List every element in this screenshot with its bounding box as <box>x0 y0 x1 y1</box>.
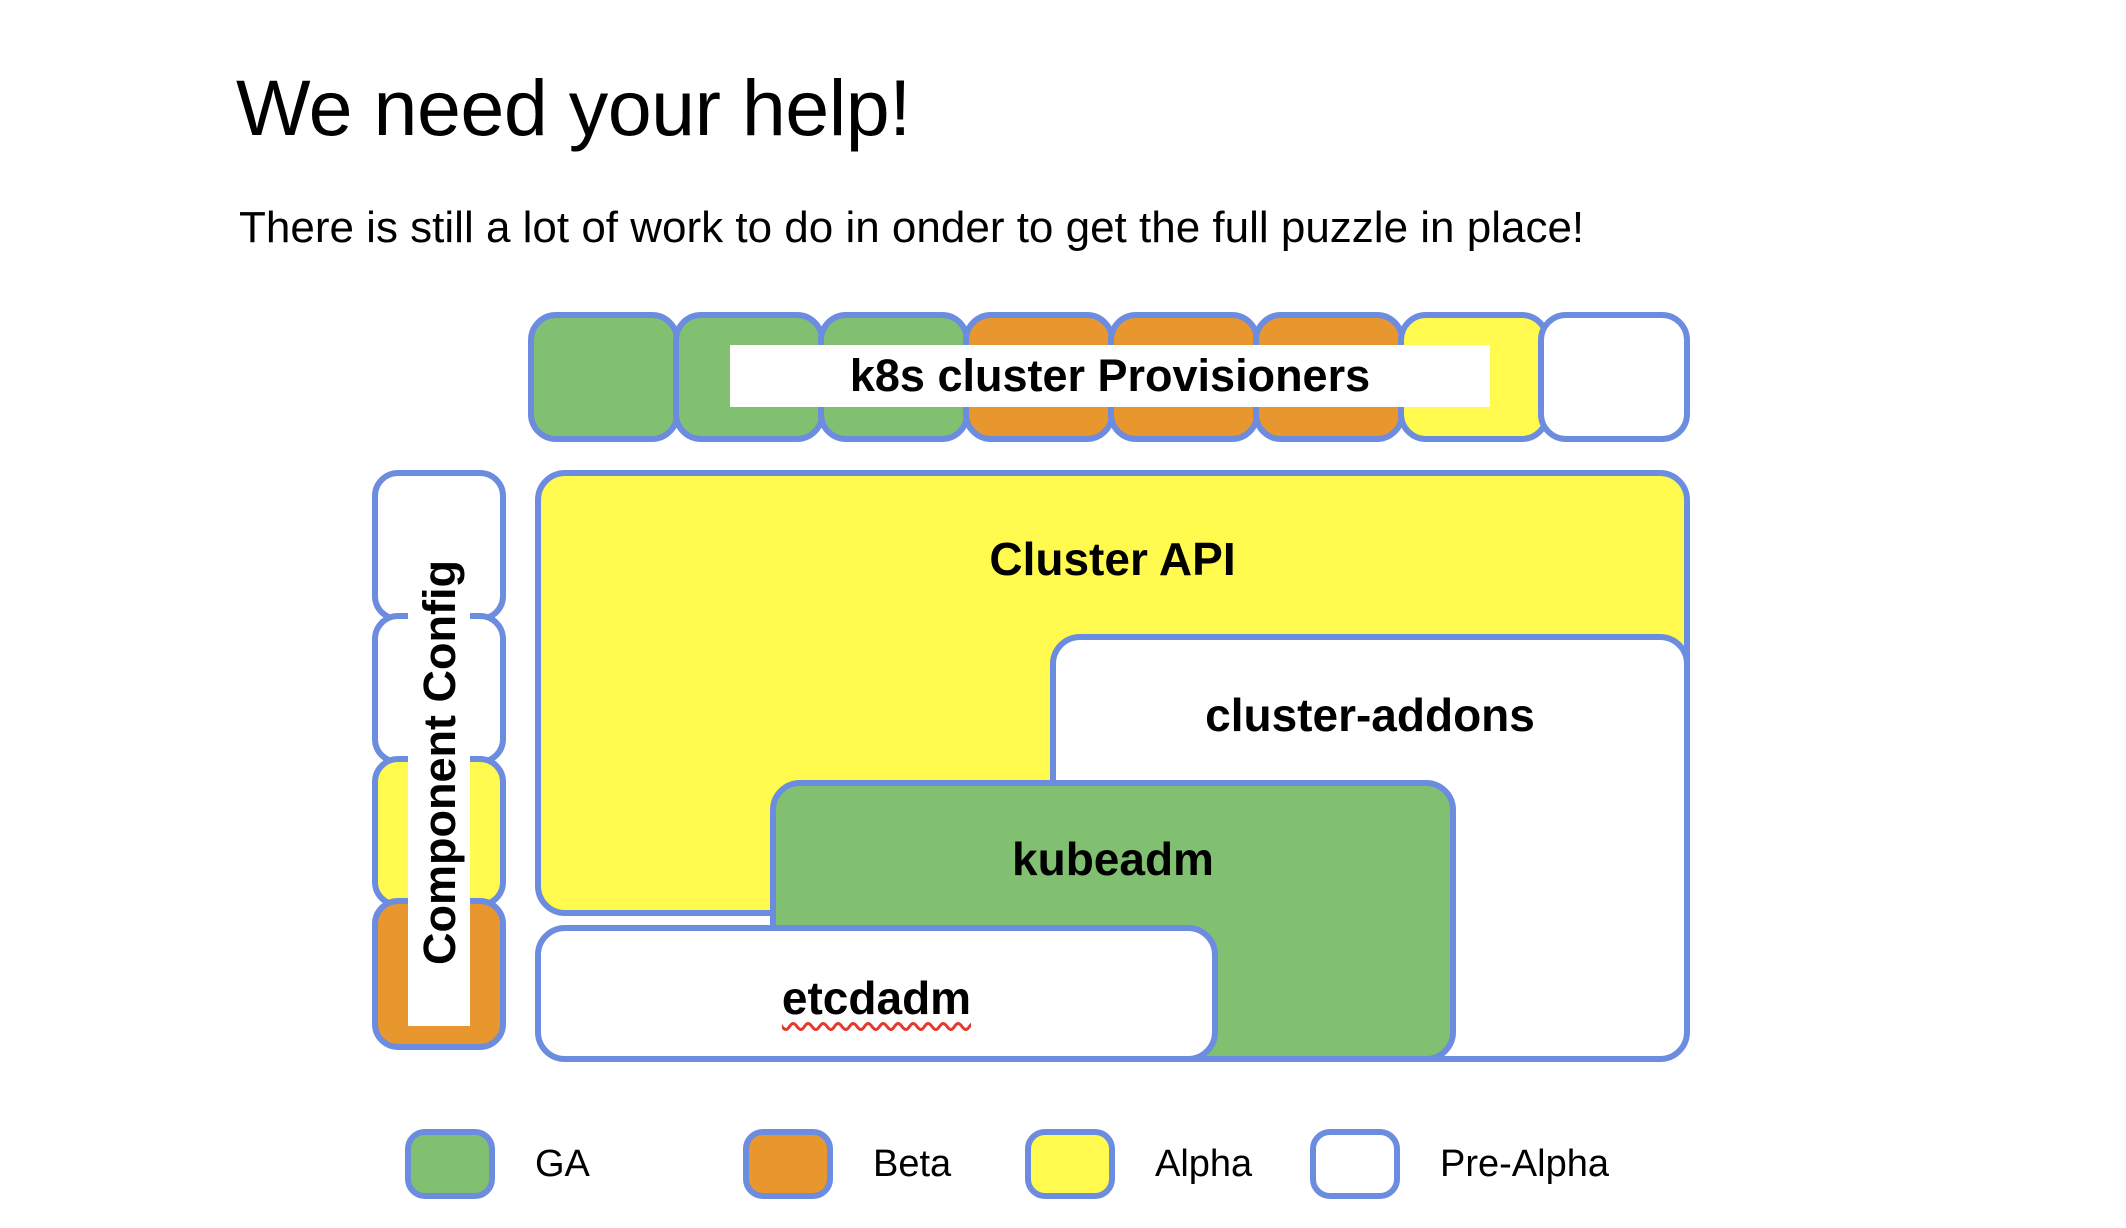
node-etcdadm[interactable]: etcdadm <box>535 925 1218 1062</box>
page-title: We need your help! <box>236 62 911 152</box>
legend-item-beta: Beta <box>743 1126 951 1202</box>
node-cluster-api-label: Cluster API <box>989 533 1236 585</box>
provisioner-box-8[interactable] <box>1538 312 1690 442</box>
legend-swatch-alpha <box>1025 1129 1115 1199</box>
legend-label-prealpha: Pre-Alpha <box>1440 1142 1609 1185</box>
legend-swatch-prealpha <box>1310 1129 1400 1199</box>
node-etcdadm-label: etcdadm <box>781 972 972 1024</box>
provisioner-row: k8s cluster Provisioners <box>528 312 1690 442</box>
node-cluster-addons-label: cluster-addons <box>1205 689 1535 741</box>
legend-item-ga: GA <box>405 1126 590 1202</box>
component-config-label: Component Config <box>408 498 470 1026</box>
legend-item-alpha: Alpha <box>1025 1126 1252 1202</box>
component-config-column: Component Config <box>372 470 506 1050</box>
page-subtitle: There is still a lot of work to do in on… <box>239 203 1585 252</box>
legend-label-beta: Beta <box>873 1142 952 1185</box>
legend-label-ga: GA <box>535 1142 590 1185</box>
provisioner-box-1[interactable] <box>528 312 680 442</box>
legend-swatch-ga <box>405 1129 495 1199</box>
legend: GA Beta Alpha Pre-Alpha <box>405 1126 1705 1202</box>
component-config-label-text: Component Config <box>413 559 465 965</box>
node-kubeadm-label: kubeadm <box>1012 833 1214 885</box>
legend-label-alpha: Alpha <box>1155 1142 1253 1185</box>
legend-swatch-beta <box>743 1129 833 1199</box>
legend-item-prealpha: Pre-Alpha <box>1310 1126 1609 1202</box>
provisioners-label: k8s cluster Provisioners <box>730 345 1490 407</box>
